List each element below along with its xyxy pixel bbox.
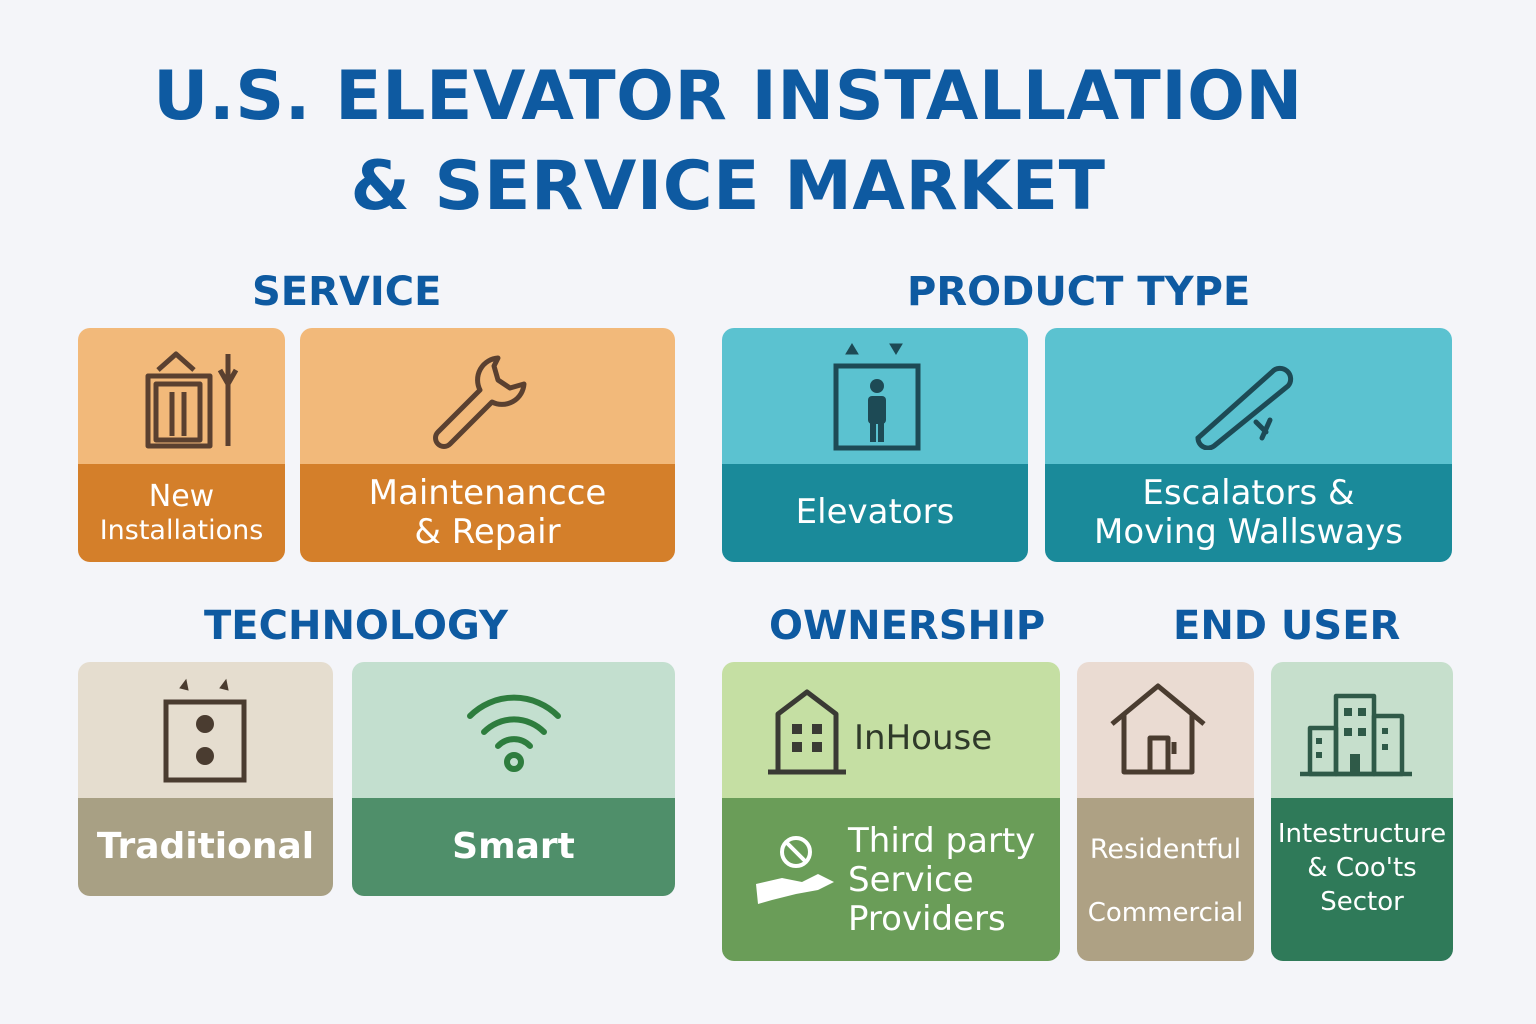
wifi-icon: [467, 694, 561, 772]
card-traditional: Traditional: [78, 662, 333, 896]
inhouse-label: InHouse: [854, 718, 993, 758]
card-escalators: Escalators & Moving Wallsways: [1045, 328, 1452, 562]
call-button-panel-icon: [163, 678, 247, 783]
card-maintenance-repair: Maintenancce & Repair: [300, 328, 675, 562]
technology-heading: TECHNOLOGY: [204, 603, 508, 649]
wrench-icon: [433, 355, 527, 449]
infra-line2: & Coo'ts: [1307, 852, 1417, 883]
ownership-heading: OWNERSHIP: [769, 603, 1046, 649]
smart-label: Smart: [452, 826, 575, 868]
escalator-icon: [1195, 365, 1294, 450]
third-party-line2: Service: [848, 860, 974, 901]
third-party-line1: Third party: [848, 821, 1036, 861]
card-infrastructure: Intestructure & Coo'ts Sector: [1271, 662, 1453, 961]
building-icon: [768, 689, 846, 775]
city-buildings-icon: [1300, 693, 1412, 777]
infra-line3: Sector: [1320, 886, 1404, 917]
elevators-label: Elevators: [795, 492, 955, 533]
house-icon: [1110, 683, 1206, 775]
end-user-heading: END USER: [1173, 603, 1401, 649]
new-installations-line1: New: [148, 479, 215, 515]
commercial-label: Commercial: [1087, 898, 1244, 928]
service-heading: SERVICE: [252, 269, 442, 315]
maintenance-line2: & Repair: [414, 512, 561, 552]
product-type-heading: PRODUCT TYPE: [907, 269, 1251, 315]
residential-label: Residentful: [1089, 834, 1242, 865]
card-new-installations: New Installations: [78, 328, 285, 562]
card-smart: Smart: [352, 662, 675, 896]
elevator-tools-icon: [145, 351, 239, 449]
card-residential-commercial: Residentful Commercial: [1077, 662, 1254, 961]
handshake-icon: [756, 836, 834, 904]
title-line-2: & SERVICE MARKET: [350, 147, 1106, 226]
third-party-line3: Providers: [848, 899, 1006, 940]
card-elevators: Elevators: [722, 328, 1028, 562]
infra-line1: Intestructure: [1277, 819, 1447, 849]
escalators-line2: Moving Wallsways: [1093, 512, 1403, 552]
page-title: U.S. ELEVATOR INSTALLATION & SERVICE MAR…: [0, 52, 1456, 232]
card-ownership: InHouse Third party Service Providers: [722, 662, 1060, 961]
new-installations-line2: Installations: [99, 514, 264, 546]
escalators-line1: Escalators &: [1142, 472, 1355, 513]
elevator-person-icon: [833, 343, 921, 451]
traditional-label: Traditional: [96, 826, 315, 868]
maintenance-line1: Maintenancce: [368, 472, 607, 513]
title-line-1: U.S. ELEVATOR INSTALLATION: [153, 57, 1303, 136]
